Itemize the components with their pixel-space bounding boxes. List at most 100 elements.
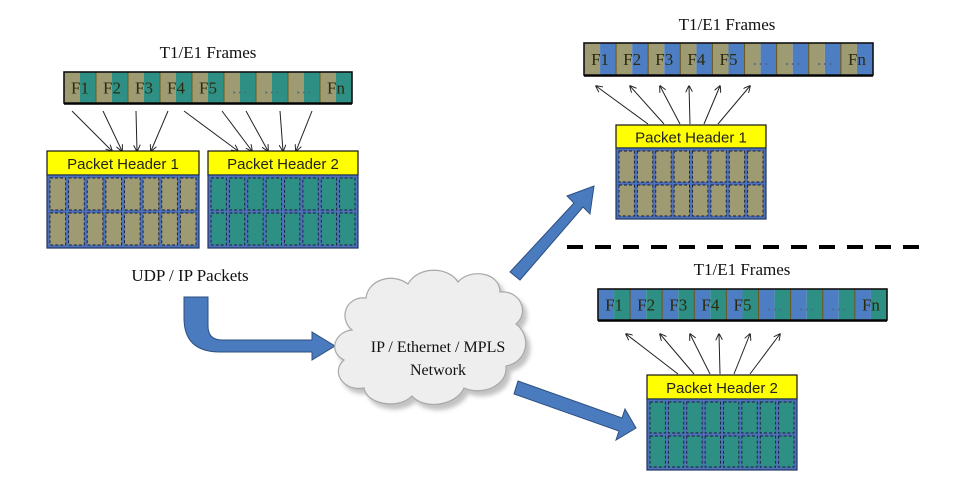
mapping-arrow	[660, 334, 695, 375]
frame-label: F4	[167, 79, 185, 98]
frame-cell: F1	[63, 71, 97, 104]
mapping-arrow	[221, 110, 252, 151]
frame-cell: F2	[615, 42, 649, 76]
payload-slot	[105, 177, 122, 211]
payload-slot	[142, 212, 160, 246]
payload-slot	[302, 212, 319, 246]
payload-slot	[265, 212, 282, 246]
arrow-to-bottom-destination	[513, 380, 637, 442]
frame-label: …	[296, 79, 313, 98]
payload-slot	[179, 177, 197, 211]
frame-label: …	[816, 50, 833, 69]
payload-slot	[320, 177, 338, 211]
mapping-arrow	[717, 86, 750, 125]
frame-cell: F3	[127, 71, 161, 104]
payload-slot	[741, 401, 758, 434]
payload-slot	[49, 177, 67, 211]
frame-label: Fn	[848, 50, 866, 69]
payload-slot	[302, 177, 319, 211]
right-top-demux-arrows	[596, 86, 750, 125]
frame-cell: Fn	[319, 71, 353, 104]
payload-slot	[161, 212, 178, 246]
frame-cell: F3	[661, 288, 695, 321]
frame-label: F3	[655, 50, 673, 69]
payload-slot	[667, 401, 685, 434]
payload-slot	[86, 212, 104, 246]
left-packet-2: Packet Header 2	[207, 150, 359, 249]
payload-slot	[320, 212, 338, 246]
frame-label: …	[232, 79, 249, 98]
frame-cell: …	[744, 42, 778, 76]
udp-ip-packets-caption: UDP / IP Packets	[131, 266, 248, 285]
payload-slot	[124, 212, 141, 246]
right-bottom-packet: Packet Header 2	[646, 374, 798, 471]
payload-slot	[124, 177, 141, 211]
payload-slot	[228, 177, 246, 211]
payload-slot	[759, 401, 777, 434]
mapping-arrow	[136, 110, 137, 151]
frame-cell: F2	[629, 288, 663, 321]
payload-slot	[649, 435, 666, 468]
payload-slot	[265, 177, 282, 211]
frame-label: F1	[71, 79, 89, 98]
left-frames-title: T1/E1 Frames	[160, 43, 257, 62]
left-mapping-arrows	[71, 110, 313, 151]
frame-label: …	[766, 296, 783, 315]
frame-cell: F3	[647, 42, 681, 76]
mapping-arrow	[245, 110, 268, 151]
mapping-arrow	[102, 110, 122, 151]
payload-slot	[210, 177, 227, 211]
packet-header-label: Packet Header 2	[666, 380, 778, 397]
payload-slot	[655, 150, 672, 183]
frame-label: F2	[103, 79, 121, 98]
frame-label: F1	[605, 296, 623, 315]
frame-label: …	[798, 296, 815, 315]
payload-slot	[710, 184, 727, 217]
frame-cell: F5	[725, 288, 760, 321]
frame-label: …	[784, 50, 801, 69]
payload-slot	[704, 435, 721, 468]
payload-slot	[49, 212, 67, 246]
mapping-arrow	[596, 86, 649, 125]
payload-slot	[692, 150, 709, 183]
payload-slot	[105, 212, 122, 246]
packet-payload	[615, 147, 767, 220]
packet-header: Packet Header 2	[207, 150, 359, 176]
payload-slot	[728, 184, 746, 217]
frame-cell: …	[776, 42, 810, 76]
mapping-arrow	[690, 334, 711, 375]
frame-label: …	[830, 296, 847, 315]
right-top-packet: Packet Header 1	[615, 124, 767, 220]
frame-cell: F5	[191, 71, 225, 104]
payload-slot	[723, 401, 740, 434]
right-bottom-demux-arrows	[626, 334, 780, 375]
payload-slot	[68, 177, 85, 211]
mapping-arrow	[719, 334, 720, 375]
payload-slot	[673, 150, 690, 183]
right-top-frames-title: T1/E1 Frames	[679, 15, 776, 34]
payload-slot	[636, 184, 654, 217]
payload-slot	[655, 184, 672, 217]
payload-slot	[284, 212, 301, 246]
arrow-to-top-destination	[509, 185, 595, 281]
network-label-line1: IP / Ethernet / MPLS	[371, 339, 506, 356]
mapping-arrow	[703, 86, 720, 125]
packet-payload	[646, 398, 798, 471]
packet-header: Packet Header 2	[646, 374, 798, 400]
payload-slot	[778, 401, 795, 434]
mapping-arrow	[733, 334, 750, 375]
frame-label: F4	[701, 296, 719, 315]
frame-cell: F4	[693, 288, 727, 321]
payload-slot	[649, 401, 666, 434]
payload-slot	[667, 435, 685, 468]
frame-cell: F2	[95, 71, 129, 104]
payload-slot	[636, 150, 654, 183]
mapping-arrow	[71, 110, 112, 151]
packet-header: Packet Header 1	[615, 124, 767, 149]
frame-cell: Fn	[854, 288, 888, 321]
frame-cell: …	[287, 71, 321, 104]
packet-payload	[207, 174, 359, 249]
